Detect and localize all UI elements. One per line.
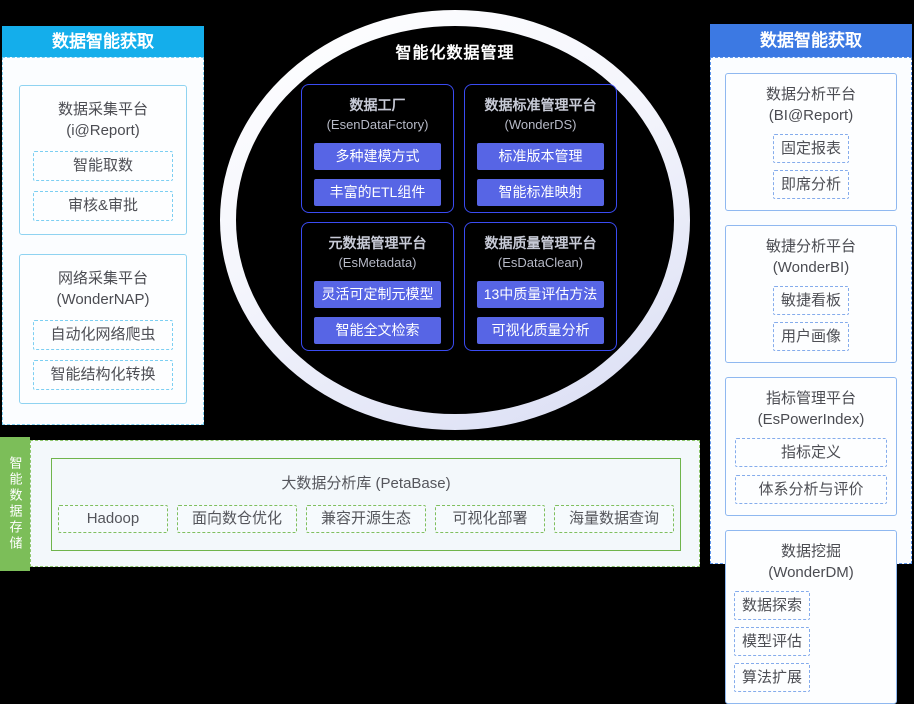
platform-card-items: 数据探索模型评估算法扩展 xyxy=(732,591,890,692)
feature-item: 体系分析与评价 xyxy=(735,475,887,504)
feature-item: 敏捷看板 xyxy=(773,286,849,315)
platform-card-subtitle: (WonderNAP) xyxy=(56,291,150,308)
feature-item: 审核&审批 xyxy=(33,191,173,221)
storage-items: Hadoop 面向数仓优化兼容开源生态可视化部署海量数据查询 xyxy=(52,505,680,533)
feature-item: 用户画像 xyxy=(773,322,849,351)
feature-item: 数据探索 xyxy=(734,591,810,620)
storage-vertical-tab: 智能数据存储 xyxy=(0,437,30,571)
management-platform-box: 数据工厂 (EsenDataFctory) 多种建模方式丰富的ETL组件 xyxy=(301,84,454,213)
storage-feature-item: 面向数仓优化 xyxy=(176,505,297,533)
platform-card-title: 数据分析平台 xyxy=(765,86,856,103)
management-box-title: 元数据管理平台 xyxy=(328,235,427,251)
management-feature-item: 智能全文检索 xyxy=(314,317,441,344)
storage-feature-item: 海量数据查询 xyxy=(554,505,675,533)
center-platform-grid: 数据工厂(EsenDataFctory)多种建模方式丰富的ETL组件数据标准管理… xyxy=(301,84,617,351)
platform-card-items: 指标定义体系分析与评价 xyxy=(732,438,890,504)
management-box-title: 数据标准管理平台 xyxy=(484,97,597,113)
platform-card-subtitle: (EsPowerIndex) xyxy=(757,411,865,428)
platform-card-title: 指标管理平台 xyxy=(765,390,856,407)
management-feature-item: 丰富的ETL组件 xyxy=(314,179,441,206)
platform-card-items: 固定报表即席分析 xyxy=(732,134,890,199)
management-platform-box: 数据质量管理平台 (EsDataClean) 13中质量评估方法可视化质量分析 xyxy=(464,222,617,351)
management-feature-item: 可视化质量分析 xyxy=(477,317,604,344)
feature-item: 智能结构化转换 xyxy=(33,360,173,390)
management-feature-item: 标准版本管理 xyxy=(477,143,604,170)
left-acquisition-panel: 数据智能获取 数据采集平台 (i@Report) 智能取数审核&审批网络采集平台 (W… xyxy=(2,26,204,425)
management-platform-box: 数据标准管理平台 (WonderDS) 标准版本管理智能标准映射 xyxy=(464,84,617,213)
platform-card-title: 网络采集平台 xyxy=(57,270,148,287)
feature-item: 指标定义 xyxy=(735,438,887,467)
left-panel-header: 数据智能获取 xyxy=(2,26,204,57)
storage-panel: 大数据分析库 (PetaBase) Hadoop 面向数仓优化兼容开源生态可视化部… xyxy=(30,440,700,567)
platform-card-title: 数据挖掘 xyxy=(780,543,841,560)
feature-item: 即席分析 xyxy=(773,170,849,199)
platform-card: 数据采集平台 (i@Report) 智能取数审核&审批 xyxy=(19,85,187,235)
management-platform-box: 元数据管理平台 (EsMetadata) 灵活可定制元模型智能全文检索 xyxy=(301,222,454,351)
platform-card-title: 敏捷分析平台 xyxy=(765,238,856,255)
feature-item: 自动化网络爬虫 xyxy=(33,320,173,350)
management-box-subtitle: (EsMetadata) xyxy=(338,255,417,270)
storage-feature-item: Hadoop xyxy=(57,505,168,533)
center-title: 智能化数据管理 xyxy=(395,45,515,62)
storage-feature-item: 可视化部署 xyxy=(435,505,545,533)
feature-item: 智能取数 xyxy=(33,151,173,181)
feature-item: 模型评估 xyxy=(734,627,810,656)
platform-card-subtitle: (WonderDM) xyxy=(768,564,854,581)
right-panel-header: 数据智能获取 xyxy=(710,24,912,57)
feature-item: 算法扩展 xyxy=(734,663,810,692)
management-box-subtitle: (EsDataClean) xyxy=(497,255,584,270)
management-feature-item: 灵活可定制元模型 xyxy=(314,281,441,308)
storage-feature-item: 兼容开源生态 xyxy=(305,505,426,533)
right-panel-body: 数据分析平台 (BI@Report) 固定报表即席分析敏捷分析平台 (WonderBI… xyxy=(710,57,912,704)
right-acquisition-panel: 数据智能获取 数据分析平台 (BI@Report) 固定报表即席分析敏捷分析平台 (W… xyxy=(710,24,912,704)
platform-card: 敏捷分析平台 (WonderBI) 敏捷看板用户画像 xyxy=(725,225,897,363)
platform-card-items: 自动化网络爬虫智能结构化转换 xyxy=(28,320,178,390)
platform-card: 数据挖掘 (WonderDM) 数据探索模型评估算法扩展 xyxy=(725,530,897,704)
management-box-title: 数据工厂 xyxy=(349,97,406,113)
management-feature-item: 智能标准映射 xyxy=(477,179,604,206)
platform-card-subtitle: (BI@Report) xyxy=(768,107,854,124)
left-panel-body: 数据采集平台 (i@Report) 智能取数审核&审批网络采集平台 (WonderNA… xyxy=(2,57,204,425)
management-feature-item: 多种建模方式 xyxy=(314,143,441,170)
platform-card: 网络采集平台 (WonderNAP) 自动化网络爬虫智能结构化转换 xyxy=(19,254,187,404)
platform-card-subtitle: (i@Report) xyxy=(66,122,140,139)
management-box-subtitle: (EsenDataFctory) xyxy=(326,117,429,132)
storage-title: 大数据分析库 (PetaBase) xyxy=(281,475,451,492)
platform-card-items: 敏捷看板用户画像 xyxy=(732,286,890,351)
management-box-subtitle: (WonderDS) xyxy=(504,117,577,132)
platform-card: 数据分析平台 (BI@Report) 固定报表即席分析 xyxy=(725,73,897,211)
platform-card-title: 数据采集平台 xyxy=(57,101,148,118)
platform-card-items: 智能取数审核&审批 xyxy=(28,151,178,221)
management-box-title: 数据质量管理平台 xyxy=(484,235,597,251)
storage-platform-card: 大数据分析库 (PetaBase) Hadoop 面向数仓优化兼容开源生态可视化部… xyxy=(51,458,681,551)
feature-item: 固定报表 xyxy=(773,134,849,163)
platform-card-subtitle: (WonderBI) xyxy=(772,259,850,276)
management-feature-item: 13中质量评估方法 xyxy=(477,281,604,308)
platform-card: 指标管理平台 (EsPowerIndex) 指标定义体系分析与评价 xyxy=(725,377,897,516)
